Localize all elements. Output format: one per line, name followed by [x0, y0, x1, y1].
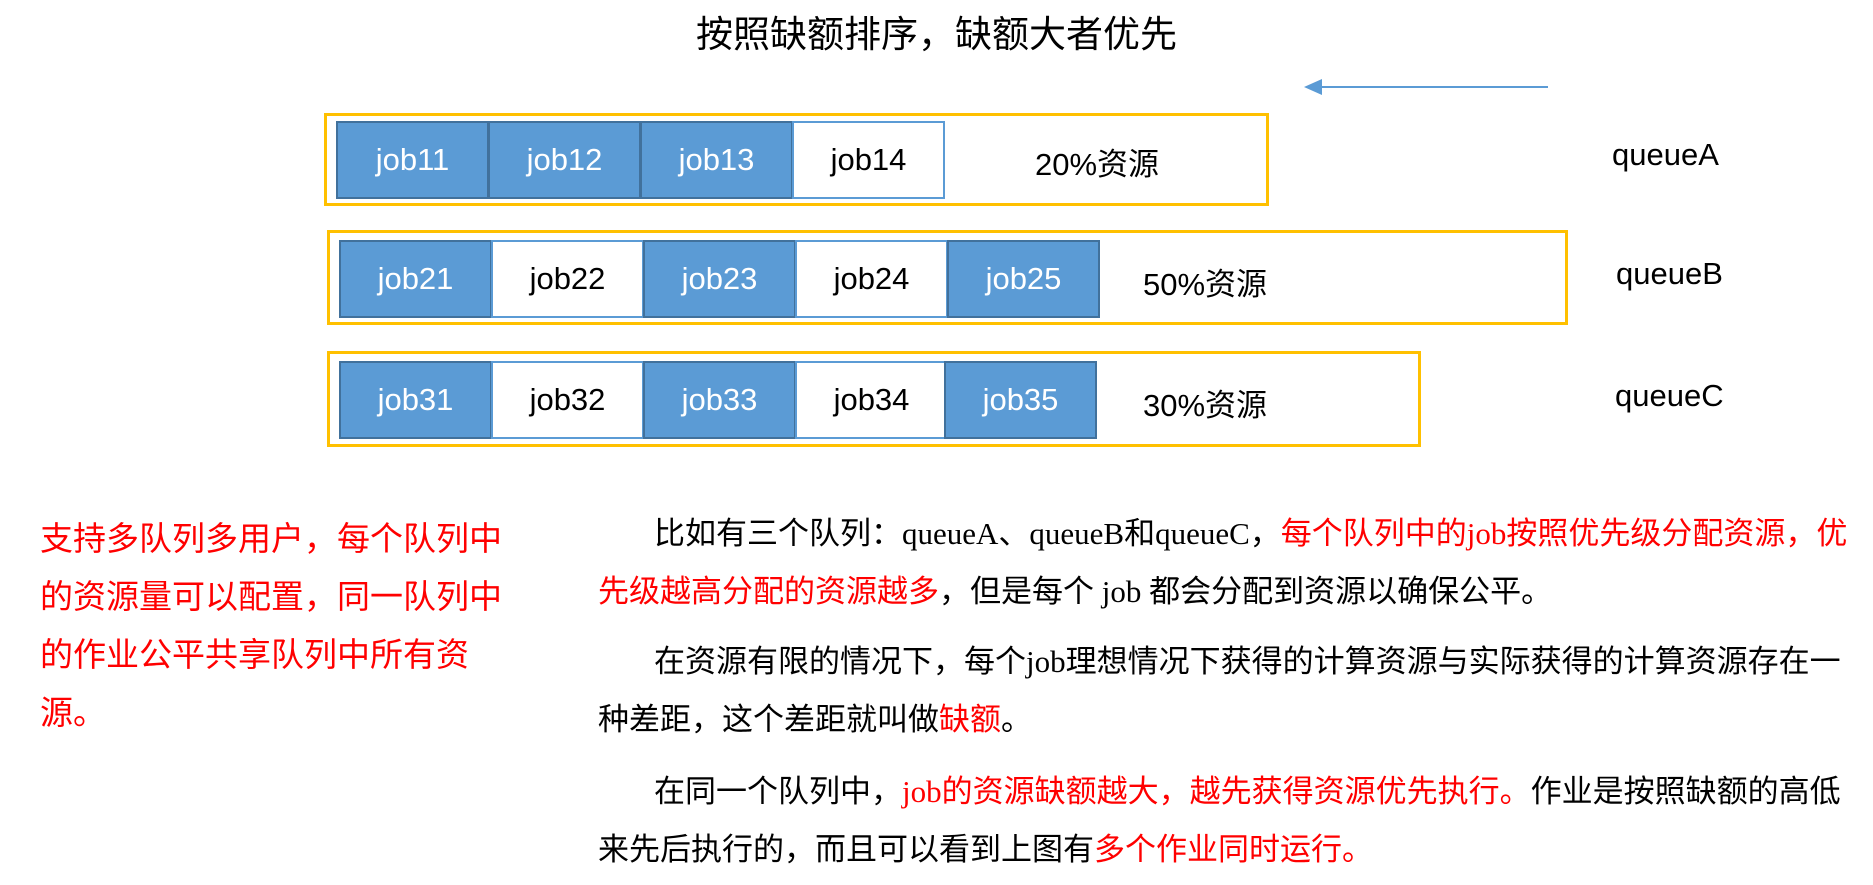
job-block: job24 [795, 240, 948, 318]
job-block: job32 [491, 361, 644, 439]
queue-c-name: queueC [1615, 378, 1724, 413]
paragraph-1: 比如有三个队列：queueA、queueB和queueC，每个队列中的job按照… [598, 505, 1848, 621]
queue-a-box [324, 113, 1269, 206]
job-block: job13 [640, 121, 793, 199]
job-block: job25 [947, 240, 1100, 318]
paragraph-3-text-a: 在同一个队列中， [654, 774, 902, 809]
job-block: job12 [488, 121, 641, 199]
paragraph-1-text-c: ，但是每个 job 都会分配到资源以确保公平。 [939, 574, 1553, 609]
paragraph-1-text-a: 比如有三个队列：queueA、queueB和queueC， [654, 516, 1281, 551]
job-block: job35 [944, 361, 1097, 439]
queue-c-box [327, 351, 1421, 447]
job-block: job33 [643, 361, 796, 439]
queue-b-resource: 50%资源 [1143, 267, 1268, 302]
job-block: job21 [339, 240, 492, 318]
queue-b-box [327, 230, 1568, 325]
paragraph-2-text-b: 缺额 [939, 702, 1001, 737]
paragraph-1-text-b: 每个队列中的job按照优先级分配资源，优先级越高分配的资源越多 [598, 516, 1848, 609]
paragraph-3-text-c: 作业是按照缺额的高低来先后执行的，而且可以看到上图有 [598, 774, 1841, 867]
paragraph-2: 在资源有限的情况下，每个job理想情况下获得的计算资源与实际获得的计算资源存在一… [598, 633, 1848, 749]
paragraph-3-text-d: 多个作业同时运行。 [1094, 832, 1373, 867]
queue-b-name: queueB [1616, 256, 1723, 291]
diagram-title: 按照缺额排序，缺额大者优先 [696, 14, 1177, 55]
queue-a-resource: 20%资源 [1035, 147, 1160, 182]
paragraph-3: 在同一个队列中，job的资源缺额越大，越先获得资源优先执行。作业是按照缺额的高低… [598, 763, 1848, 879]
job-block: job14 [792, 121, 945, 199]
paragraph-2-text-a: 在资源有限的情况下，每个job理想情况下获得的计算资源与实际获得的计算资源存在一… [598, 644, 1841, 737]
job-block: job34 [795, 361, 948, 439]
paragraph-2-text-c: 。 [1001, 702, 1032, 737]
queue-c-resource: 30%资源 [1143, 388, 1268, 423]
side-note: 支持多队列多用户，每个队列中的资源量可以配置，同一队列中的作业公平共享队列中所有… [40, 520, 502, 731]
job-block: job23 [643, 240, 796, 318]
queue-a-name: queueA [1612, 137, 1719, 172]
job-block: job11 [336, 121, 489, 199]
job-block: job31 [339, 361, 492, 439]
job-block: job22 [491, 240, 644, 318]
paragraph-3-text-b: job的资源缺额越大，越先获得资源优先执行。 [902, 774, 1531, 809]
